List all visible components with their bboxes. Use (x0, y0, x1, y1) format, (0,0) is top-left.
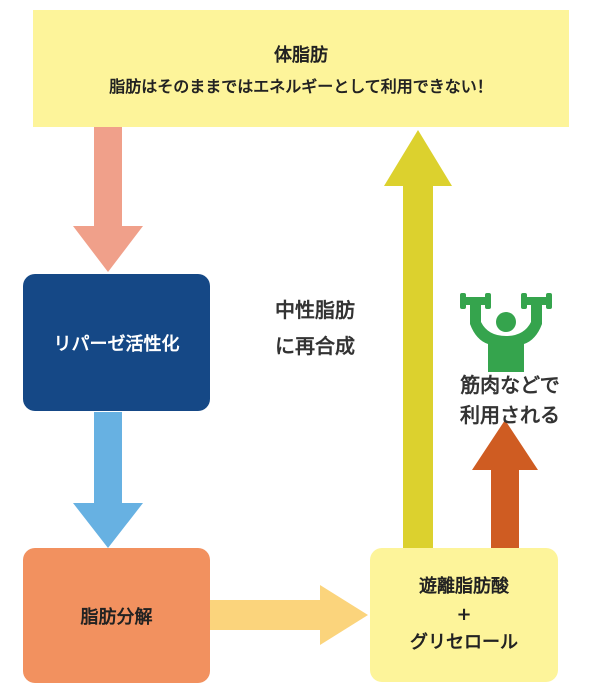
arrow-acid-to-muscle (472, 420, 538, 548)
muscle-usage-line2: 利用される (460, 403, 560, 427)
muscle-usage-label: 筋肉などで 利用される (430, 370, 590, 430)
resynthesis-line2: に再合成 (275, 334, 355, 358)
muscle-figure-icon (460, 293, 552, 372)
arrow-acid-to-top (384, 130, 452, 548)
fatty-acid-box: 遊離脂肪酸 + グリセロール (370, 548, 558, 682)
muscle-usage-line1: 筋肉などで (460, 373, 560, 397)
arrow-top-to-lipase (73, 127, 143, 272)
arrow-lipase-to-decomposition (73, 412, 143, 548)
fat-decomposition-label: 脂肪分解 (80, 606, 153, 628)
body-fat-subtitle: 脂肪はそのままではエネルギーとして利用できない！ (109, 76, 493, 96)
fatty-acid-plus: + (456, 604, 472, 625)
lipase-activation-label: リパーゼ活性化 (53, 333, 180, 355)
resynthesis-label: 中性脂肪 に再合成 (275, 292, 395, 364)
fat-decomposition-box: 脂肪分解 (23, 548, 210, 683)
resynthesis-line1: 中性脂肪 (275, 298, 355, 322)
body-fat-box: 体脂肪 脂肪はそのままではエネルギーとして利用できない！ (33, 10, 569, 127)
fatty-acid-line1: 遊離脂肪酸 (419, 576, 509, 597)
body-fat-title: 体脂肪 (274, 44, 328, 66)
fatty-acid-line3: グリセロール (410, 632, 518, 653)
lipase-activation-box: リパーゼ活性化 (23, 274, 210, 411)
arrow-decomposition-to-acid (210, 585, 368, 645)
